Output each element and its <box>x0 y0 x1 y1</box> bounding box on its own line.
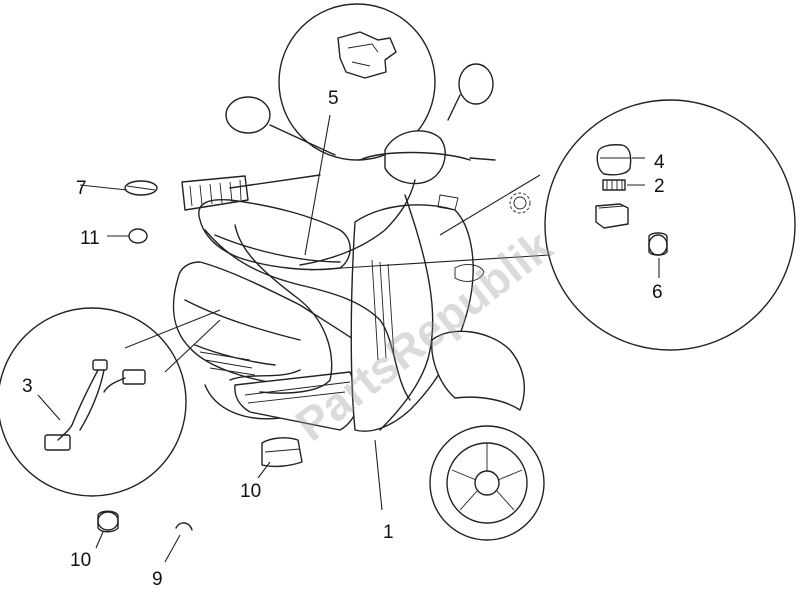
callout-2: 2 <box>654 176 665 197</box>
zoom-circle-switches <box>544 99 796 351</box>
zoom-circle-harness <box>0 307 187 497</box>
grommet-part <box>97 510 119 533</box>
bushing-part-6 <box>648 232 668 256</box>
callout-10-upper: 10 <box>240 481 261 502</box>
clip-part <box>175 522 193 531</box>
cable-clamp-part <box>124 180 158 196</box>
callout-7: 7 <box>76 178 87 199</box>
relay-part <box>337 31 397 79</box>
callout-1: 1 <box>383 522 394 543</box>
zoom-circle-relay <box>278 3 436 161</box>
connector-part <box>602 179 626 191</box>
switch-housing-part <box>595 203 629 229</box>
callout-4: 4 <box>654 152 665 173</box>
gear-icon <box>509 192 531 214</box>
harness-part <box>44 359 146 451</box>
callout-5: 5 <box>328 88 339 109</box>
callout-11: 11 <box>80 228 100 249</box>
leader-lines <box>37 114 660 563</box>
o-ring-part <box>128 228 148 244</box>
callout-10-lower: 10 <box>70 550 91 571</box>
callout-3: 3 <box>22 376 33 397</box>
switch-part <box>596 144 632 176</box>
callout-6: 6 <box>652 282 663 303</box>
protective-sheet-part <box>261 437 303 468</box>
callout-9: 9 <box>152 569 163 590</box>
